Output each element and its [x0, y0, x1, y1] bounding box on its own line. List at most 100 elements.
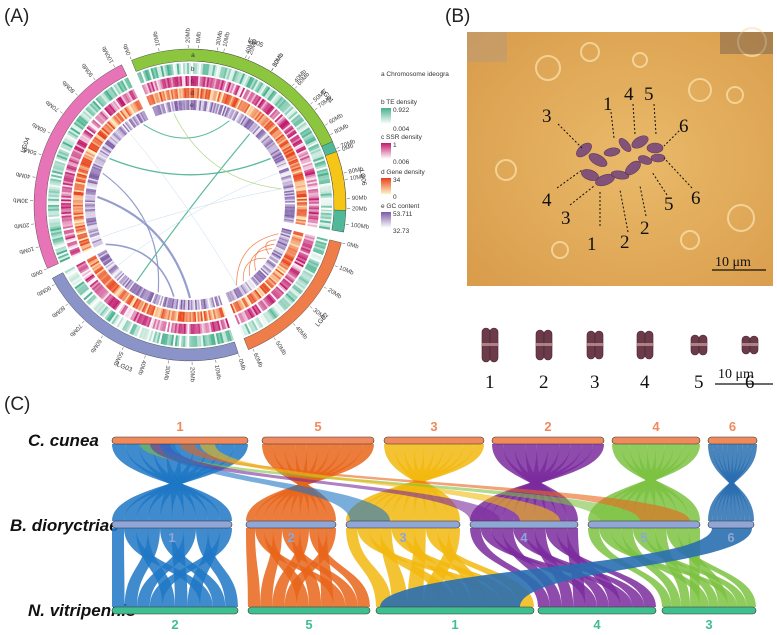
track-e-bin — [85, 206, 95, 208]
tick-label: 20Mb — [186, 27, 192, 43]
track-letter: e — [190, 102, 194, 109]
b-dioryctriae-chr-bar — [112, 521, 232, 528]
tick-label: 60Mb — [252, 352, 264, 369]
micrograph-number: 3 — [542, 106, 552, 127]
chromosome-lg03: 0Mb10Mb20Mb30Mb40Mb50Mb60Mb70Mb80Mb90MbL… — [35, 250, 246, 383]
tick-label: 80Mb — [50, 304, 66, 319]
tick-label: 0Mb — [122, 42, 132, 56]
tick-mark — [253, 349, 254, 352]
track-b-bin — [185, 63, 187, 74]
synteny-ribbon — [112, 528, 125, 607]
tick-mark — [239, 354, 240, 357]
tick-label: 90Mb — [352, 195, 368, 202]
karyotype-scale-label: 10 μm — [718, 367, 754, 382]
track-e-bin — [85, 203, 95, 205]
tick-label: 10Mb — [153, 30, 162, 47]
legend-b-min: 0.004 — [393, 126, 410, 133]
circos-legend: a Chromosome ideogra b TE density 0.922 … — [381, 71, 449, 235]
track-c-bin — [61, 205, 71, 207]
track-e-bin — [189, 300, 191, 310]
tick-label: 30Mb — [162, 365, 170, 381]
synteny-link — [109, 159, 270, 175]
tick-label: 0Mb — [196, 31, 203, 44]
tick-label: 90Mb — [35, 284, 52, 297]
track-letter: b — [191, 66, 195, 73]
tick-mark — [293, 323, 295, 325]
track-c-bin — [309, 204, 319, 206]
c-cunea-chr-label: 3 — [430, 419, 437, 434]
tick-mark — [342, 243, 345, 244]
b-dioryctriae-chr-label: 3 — [399, 530, 406, 545]
b-dioryctriae-chr-label: 2 — [287, 530, 294, 545]
tick-label: 100Mb — [101, 44, 115, 64]
b-dioryctriae-chr-bar — [708, 521, 754, 528]
micrograph-number: 2 — [640, 218, 650, 239]
tick-mark — [344, 172, 347, 173]
track-d-bin — [297, 206, 307, 208]
tick-label: 20Mb — [13, 221, 29, 229]
tick-mark — [325, 124, 328, 126]
tick-label: 90Mb — [81, 61, 95, 77]
tick-mark — [82, 321, 84, 323]
tick-label: 0Mb — [29, 268, 43, 278]
legend-d-colorbar — [381, 178, 391, 194]
tick-label: 80Mb — [61, 78, 76, 93]
legend-c-min: 0.006 — [393, 159, 410, 166]
karyotype-centromere — [536, 343, 552, 346]
tick-label: 0Mb — [237, 358, 247, 372]
tick-label: 100Mb — [350, 223, 370, 231]
legend-c-max: 1 — [393, 142, 397, 149]
track-c-bin — [189, 324, 191, 334]
chromosome-lg04: 0Mb10Mb20Mb30Mb40Mb50Mb60Mb70Mb80Mb90Mb1… — [12, 44, 148, 278]
legend-a-title: a Chromosome ideogra — [381, 71, 449, 78]
n-vitripennis-chr-label: 4 — [593, 617, 601, 630]
legend-c-colorbar — [381, 143, 391, 159]
legend-e-colorbar — [381, 212, 391, 228]
legend-d-min: 0 — [393, 194, 397, 201]
n-vitripennis-chr-bar — [376, 607, 534, 614]
track-c-bin — [187, 324, 189, 334]
n-vitripennis-chr-label: 5 — [305, 617, 312, 630]
legend-d-max: 34 — [393, 177, 401, 184]
track-e-bin — [285, 202, 295, 204]
tick-mark — [295, 86, 297, 88]
tick-mark — [38, 154, 41, 155]
b-dioryctriae-chr-bar — [246, 521, 336, 528]
karyotype-centromere — [742, 343, 758, 346]
b-dioryctriae-chr-label: 1 — [168, 530, 175, 545]
tick-label: 60Mb — [31, 121, 48, 134]
micrograph-number: 5 — [664, 194, 674, 215]
track-d-bin — [189, 312, 191, 322]
karyotype-centromere — [691, 343, 707, 346]
tick-mark — [159, 48, 160, 51]
track-d-bin — [297, 207, 307, 209]
b-dioryctriae-chr-label: 6 — [727, 530, 734, 545]
micrograph-scale-label: 10 μm — [715, 255, 751, 270]
track-c-bin — [309, 200, 319, 202]
tick-mark — [315, 108, 317, 110]
tick-mark — [310, 306, 312, 308]
n-vitripennis-chr-label: 1 — [451, 617, 458, 630]
tick-label: 60Mb — [328, 113, 345, 126]
karyotype-number: 2 — [539, 372, 549, 393]
c-cunea-chr-label: 1 — [176, 419, 183, 434]
c-cunea-chr-bar — [112, 437, 248, 444]
debris-patch — [467, 32, 507, 62]
tick-label: 70Mb — [44, 98, 60, 112]
track-c-bin — [309, 202, 319, 204]
n-vitripennis-chr-bar — [112, 607, 238, 614]
tick-label: 70Mb — [68, 322, 83, 338]
tick-label: 20Mb — [326, 287, 342, 300]
legend-d-title: d Gene density — [381, 169, 425, 176]
synteny-link — [119, 173, 278, 265]
tick-mark — [248, 56, 249, 59]
track-d-bin — [297, 204, 307, 206]
karyotype-chromosomes — [482, 328, 758, 362]
micro-chromosome — [651, 154, 665, 162]
synteny-ribbon — [689, 528, 700, 607]
synteny-link — [103, 173, 159, 292]
tick-label: 50Mb — [274, 341, 287, 357]
